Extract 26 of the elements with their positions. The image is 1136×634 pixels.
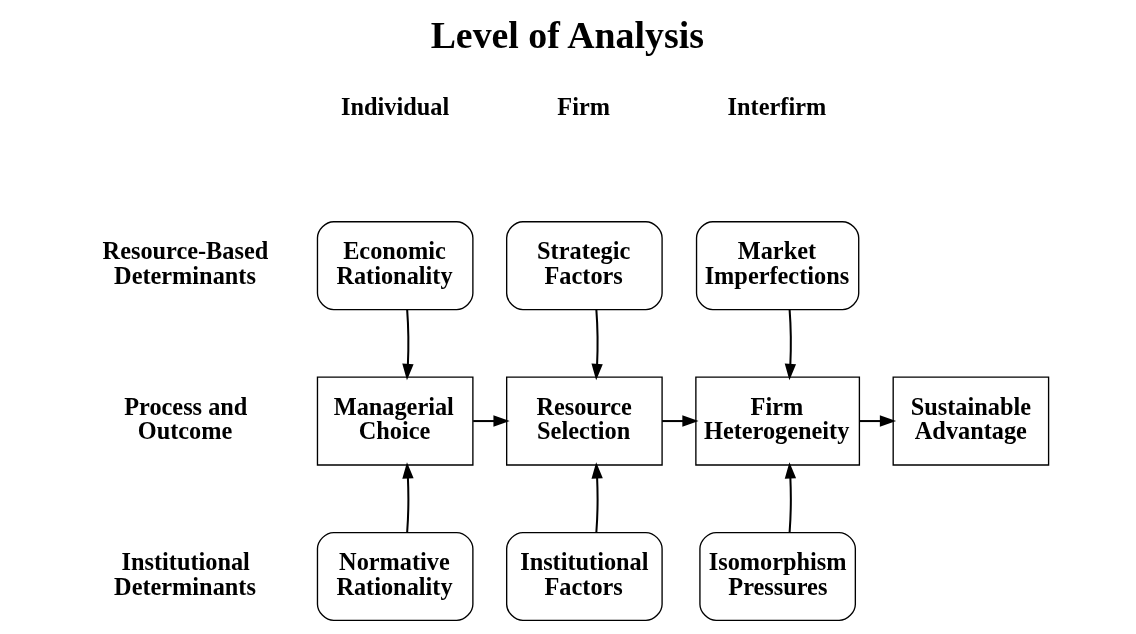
label: Process and Outcome xyxy=(123,392,247,445)
arrow xyxy=(401,462,414,533)
node-box: Strategic Factors xyxy=(505,221,663,311)
label: Firm xyxy=(556,92,610,120)
node-box: Resource Selection xyxy=(505,376,663,466)
node-box: Economic Rationality xyxy=(316,221,474,311)
arrow xyxy=(472,415,510,427)
arrow xyxy=(590,309,603,381)
diagram-title: Level of Analysis xyxy=(430,13,704,56)
node-box: Normative Rationality xyxy=(316,531,474,622)
label: Resource-Based Determinants xyxy=(102,237,268,289)
arrow xyxy=(401,309,414,381)
node-box: Firm Heterogeneity xyxy=(694,376,860,466)
label: Institutional Determinants xyxy=(113,548,256,600)
node-box: Institutional Factors xyxy=(505,531,663,622)
arrow xyxy=(661,415,699,427)
arrow xyxy=(859,415,896,427)
label: Interfirm xyxy=(727,92,826,120)
node-box: Isomorphism Pressures xyxy=(698,531,856,622)
arrow xyxy=(784,309,796,381)
node-box: Market Imperfections xyxy=(695,221,859,311)
label: Individual xyxy=(340,92,449,120)
node-box: Sustainable Advantage xyxy=(892,376,1049,466)
arrow xyxy=(590,462,603,533)
node-box: Managerial Choice xyxy=(316,376,474,466)
arrow xyxy=(784,462,796,533)
